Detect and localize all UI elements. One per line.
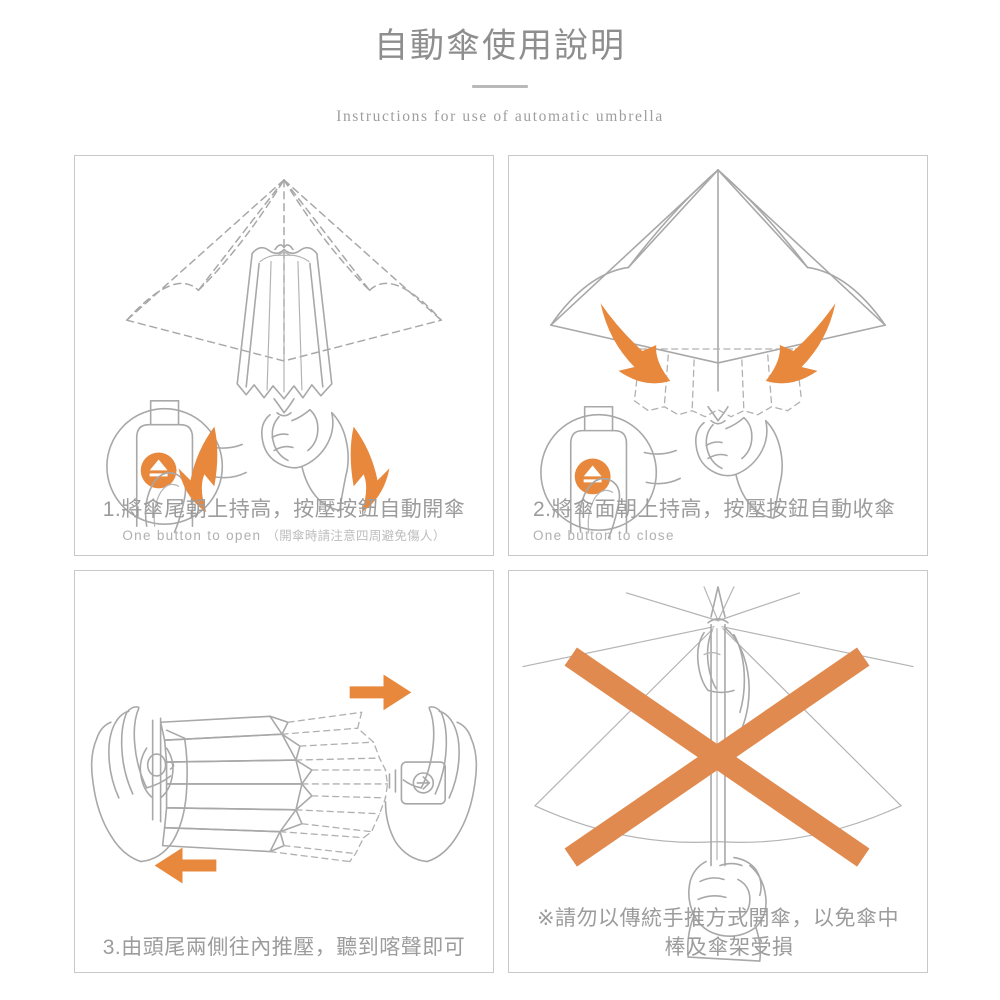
panel-warning-no-manual-open: ※請勿以傳統手推方式開傘，以免傘中 棒及傘架受損 [508,570,928,973]
caption-step-3: 3.由頭尾兩側往內推壓，聽到喀聲即可 [75,934,493,962]
caption-cn-warning-line1: ※請勿以傳統手推方式開傘，以免傘中 [536,907,900,931]
caption-en-step-2: One button to close [533,528,675,544]
caption-cn-warning: ※請勿以傳統手推方式開傘，以免傘中 棒及傘架受損 [523,905,913,962]
panel-step-2-close: 2.將傘面朝上持高，按壓按鈕自動收傘 One button to close [508,155,928,556]
caption-cn-step-3: 3.由頭尾兩側往內推壓，聽到喀聲即可 [102,935,466,959]
caption-step-2: 2.將傘面朝上持高，按壓按鈕自動收傘 One button to close [509,496,927,545]
caption-en-step-1: One button to open （開傘時請注意四周避免傷人） [89,527,479,545]
caption-cn-step-2: 2.將傘面朝上持高，按壓按鈕自動收傘 [533,498,896,522]
panel-step-1-open: 1.將傘尾朝上持高，按壓按鈕自動開傘 One button to open （開… [74,155,494,556]
illustration-step-1 [75,156,493,555]
panel-step-3-push: 3.由頭尾兩側往內推壓，聽到喀聲即可 [74,570,494,973]
title-divider [472,84,528,88]
page-header: 自動傘使用說明 Instructions for use of automati… [0,0,1000,126]
caption-en-text-step-1: One button to open [122,528,262,544]
page-subtitle: Instructions for use of automatic umbrel… [336,107,664,125]
instruction-panel-grid: 1.將傘尾朝上持高，按壓按鈕自動開傘 One button to open （開… [74,155,928,973]
illustration-step-2 [509,156,927,555]
illustration-warning [509,571,927,972]
page-title: 自動傘使用說明 [374,27,626,65]
caption-note-step-1: （開傘時請注意四周避免傷人） [266,529,446,544]
caption-step-1: 1.將傘尾朝上持高，按壓按鈕自動開傘 One button to open （開… [75,496,493,545]
caption-warning: ※請勿以傳統手推方式開傘，以免傘中 棒及傘架受損 [509,905,927,962]
illustration-step-3 [75,571,493,972]
caption-cn-step-1: 1.將傘尾朝上持高，按壓按鈕自動開傘 [102,498,466,522]
caption-cn-warning-line2: 棒及傘架受損 [664,935,794,959]
